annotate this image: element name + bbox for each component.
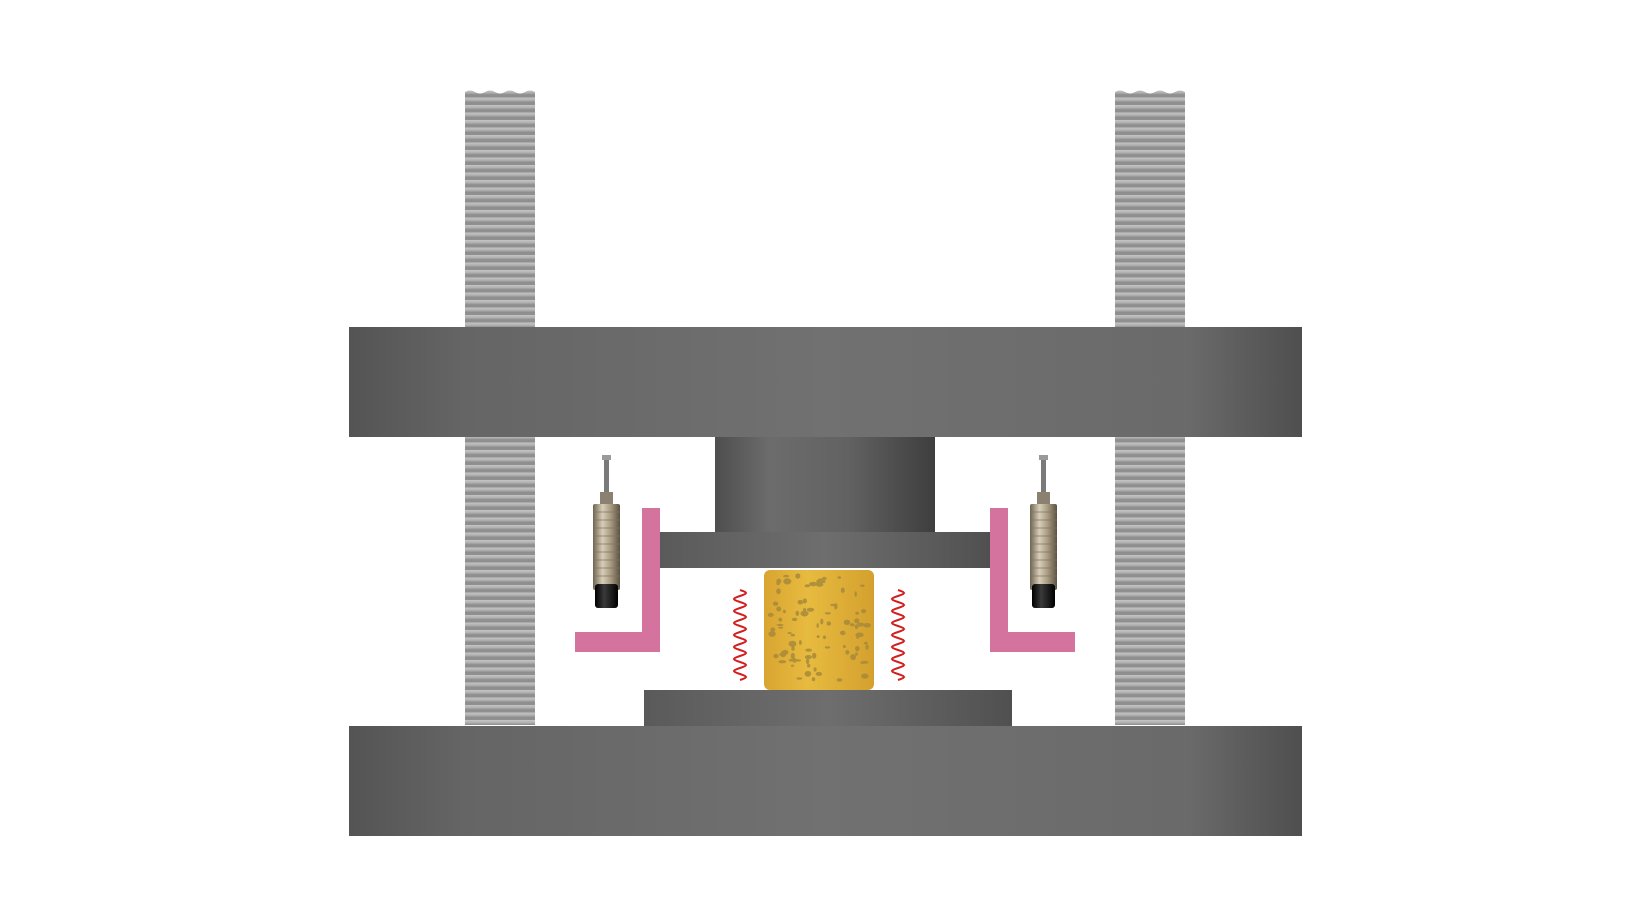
specimen-pore — [795, 610, 800, 616]
specimen-pore — [776, 581, 780, 586]
specimen-pore — [768, 631, 776, 637]
specimen-pore — [815, 671, 823, 676]
specimen-pore — [790, 664, 795, 667]
specimen-pore — [778, 660, 787, 664]
specimen-pore — [788, 640, 797, 647]
specimen-pore — [816, 635, 820, 639]
specimen-pore — [842, 645, 847, 648]
specimen-pore — [805, 648, 812, 652]
specimen-pore — [830, 603, 835, 607]
specimen-pore — [809, 581, 818, 587]
specimen-pore — [824, 612, 831, 615]
specimen-pore — [782, 609, 786, 614]
specimen-pore — [865, 644, 869, 650]
specimen-pore — [864, 641, 868, 645]
specimen-pore — [778, 626, 784, 629]
proximity-sensor-left-icon — [593, 455, 620, 608]
specimen-pore — [805, 658, 810, 665]
specimen-pore — [790, 652, 795, 659]
specimen-pore — [791, 646, 795, 651]
specimen-pore — [849, 623, 855, 627]
specimen-pore — [813, 667, 817, 672]
specimen-pore — [773, 653, 779, 659]
upper-piston — [715, 437, 935, 532]
upper-platen — [660, 532, 990, 568]
specimen-pore — [854, 591, 857, 597]
specimen-pore — [795, 573, 801, 579]
specimen-pore — [820, 580, 826, 583]
base-plate — [349, 726, 1302, 836]
specimen-pore — [787, 632, 792, 634]
specimen-pore — [797, 599, 804, 605]
porous-specimen — [764, 570, 874, 690]
proximity-sensor-right-icon — [1030, 455, 1057, 608]
specimen-pore — [820, 618, 824, 625]
specimen-pore — [854, 618, 860, 624]
specimen-pore — [788, 658, 796, 662]
specimen-pore — [812, 652, 817, 659]
specimen-pore — [837, 576, 842, 579]
specimen-pore — [804, 584, 811, 588]
specimen-pore — [783, 578, 792, 585]
specimen-pore — [861, 673, 869, 679]
specimen-pore — [811, 677, 816, 682]
specimen-pore — [840, 587, 845, 593]
specimen-pore — [790, 633, 795, 637]
specimen-pore — [783, 574, 790, 578]
upper-crosshead-plate — [349, 327, 1302, 437]
sensor-bracket-left — [575, 508, 660, 652]
specimen-pore — [799, 640, 802, 645]
specimen-pore — [860, 660, 869, 664]
specimen-pore — [855, 652, 858, 656]
specimen-pore — [767, 612, 774, 617]
specimen-pore — [816, 623, 819, 628]
specimen-pore — [843, 619, 851, 625]
specimen-pore — [776, 588, 781, 595]
specimen-pore — [776, 606, 782, 612]
specimen-pore — [802, 598, 808, 604]
specimen-pore — [824, 646, 831, 649]
specimen-pore — [804, 670, 812, 677]
specimen-pore — [778, 617, 783, 622]
specimen-pore — [861, 609, 867, 614]
specimen-pore — [804, 655, 812, 660]
specimen-pore — [863, 623, 871, 628]
specimen-pore — [776, 623, 784, 627]
specimen-pore — [806, 607, 815, 612]
sensor-bracket-right — [990, 508, 1075, 652]
specimen-pore — [772, 601, 779, 606]
specimen-pore — [855, 611, 859, 615]
specimen-pore — [791, 617, 798, 622]
lower-platen — [644, 690, 1012, 726]
specimen-pore — [796, 677, 803, 680]
specimen-pore — [836, 678, 843, 682]
specimen-pore — [840, 630, 846, 636]
specimen-pore — [822, 635, 827, 640]
specimen-pore — [845, 650, 850, 655]
specimen-pore — [850, 654, 856, 661]
specimen-pore — [807, 663, 811, 668]
specimen-pore — [860, 584, 865, 587]
vibration-wave-left-icon — [732, 589, 748, 681]
specimen-pore — [800, 610, 809, 617]
specimen-pore — [818, 578, 823, 582]
specimen-pore — [856, 636, 860, 639]
specimen-pore — [822, 576, 827, 581]
specimen-pore — [834, 603, 838, 610]
vibration-wave-right-icon — [890, 589, 906, 681]
specimen-pore — [770, 627, 776, 632]
specimen-pore — [855, 646, 860, 652]
specimen-pore — [856, 622, 865, 627]
specimen-pore — [780, 651, 787, 658]
specimen-pore — [826, 621, 832, 626]
